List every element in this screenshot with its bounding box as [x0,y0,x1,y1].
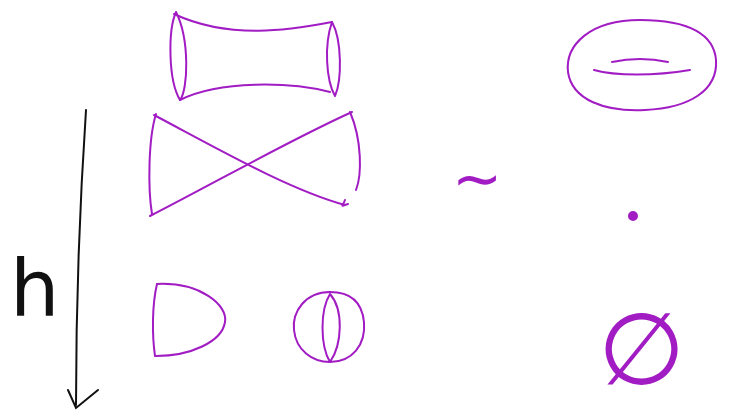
height-arrow [68,110,98,408]
point [629,212,637,220]
crossing-surface [149,112,360,216]
cap-and-sphere [153,284,364,362]
tube-surface [170,12,340,100]
equivalence-symbol: ∼ [452,148,502,208]
height-label: h [10,250,59,328]
empty-set-symbol: ∅ [598,300,685,400]
torus [568,20,716,110]
